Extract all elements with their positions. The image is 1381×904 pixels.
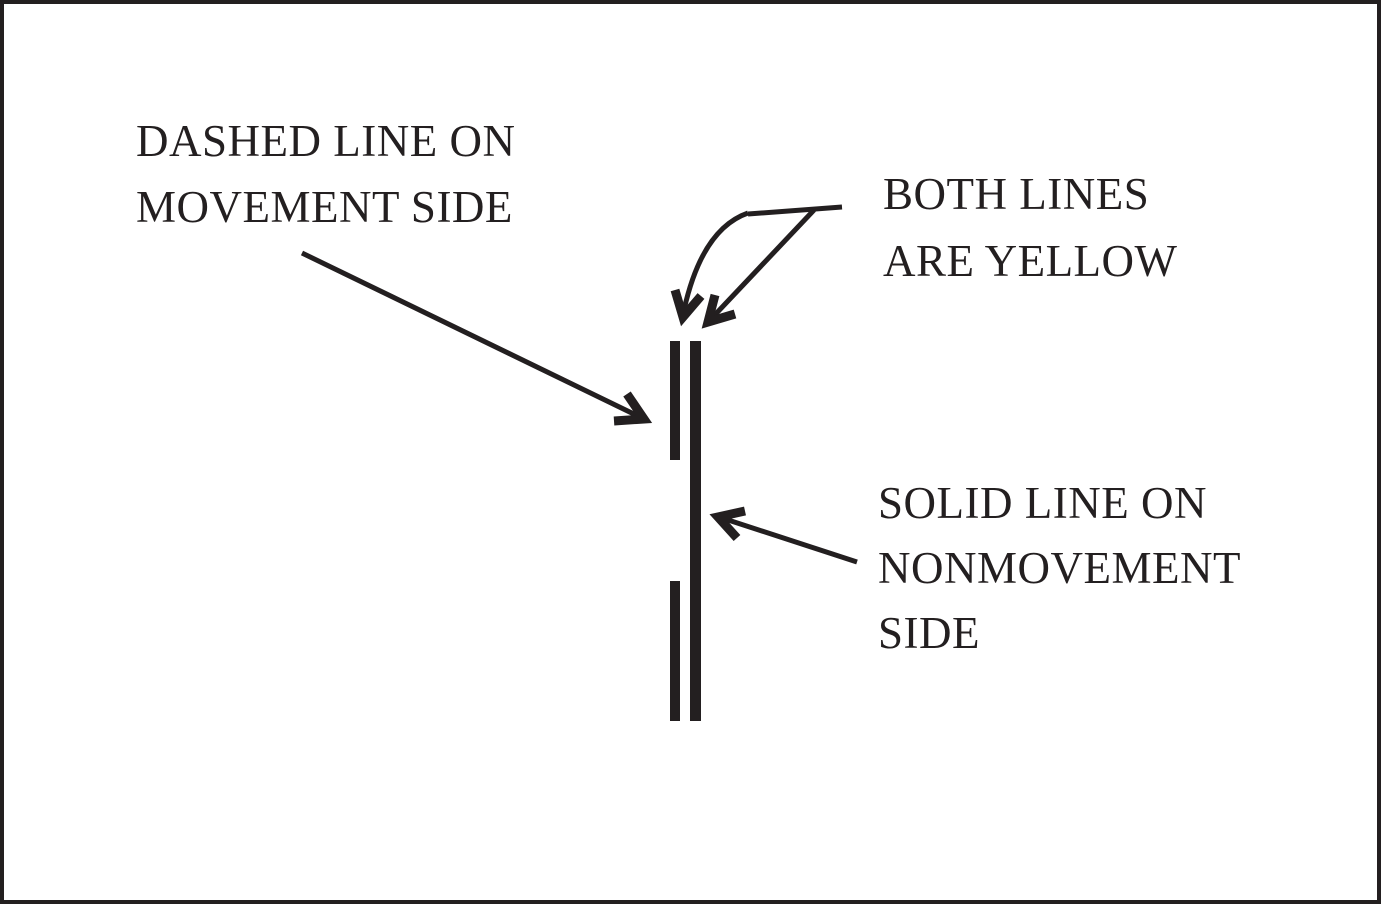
curved-branch-to-dashed-line [681,210,749,311]
dashed-line-left [670,341,680,721]
arrow-solid-line-pointer [709,506,858,565]
label-text-line: MOVEMENT SIDE [136,182,513,232]
label-text-line: SOLID LINE ON [878,478,1207,528]
dashed-line-segment-top [670,341,680,460]
arrow-both-lines-pointer [670,204,843,329]
arrow-dashed-line-pointer [300,250,653,426]
straight-branch-to-solid-line [708,208,816,322]
label-text-line: NONMOVEMENT [878,543,1241,593]
pointer-connector [747,204,843,217]
label-text-line: BOTH LINES [883,169,1150,219]
label-text-line: SIDE [878,608,980,658]
label-both-lines-are-yellow: BOTH LINES ARE YELLOW [883,161,1178,295]
label-text-line: DASHED LINE ON [136,116,516,166]
dashed-line-segment-bottom [670,581,680,721]
label-text-line: ARE YELLOW [883,236,1178,286]
label-dashed-line-on-movement-side: DASHED LINE ON MOVEMENT SIDE [136,108,515,240]
solid-line-right [690,341,701,721]
label-solid-line-on-nonmovement-side: SOLID LINE ON NONMOVEMENT SIDE [878,471,1241,666]
